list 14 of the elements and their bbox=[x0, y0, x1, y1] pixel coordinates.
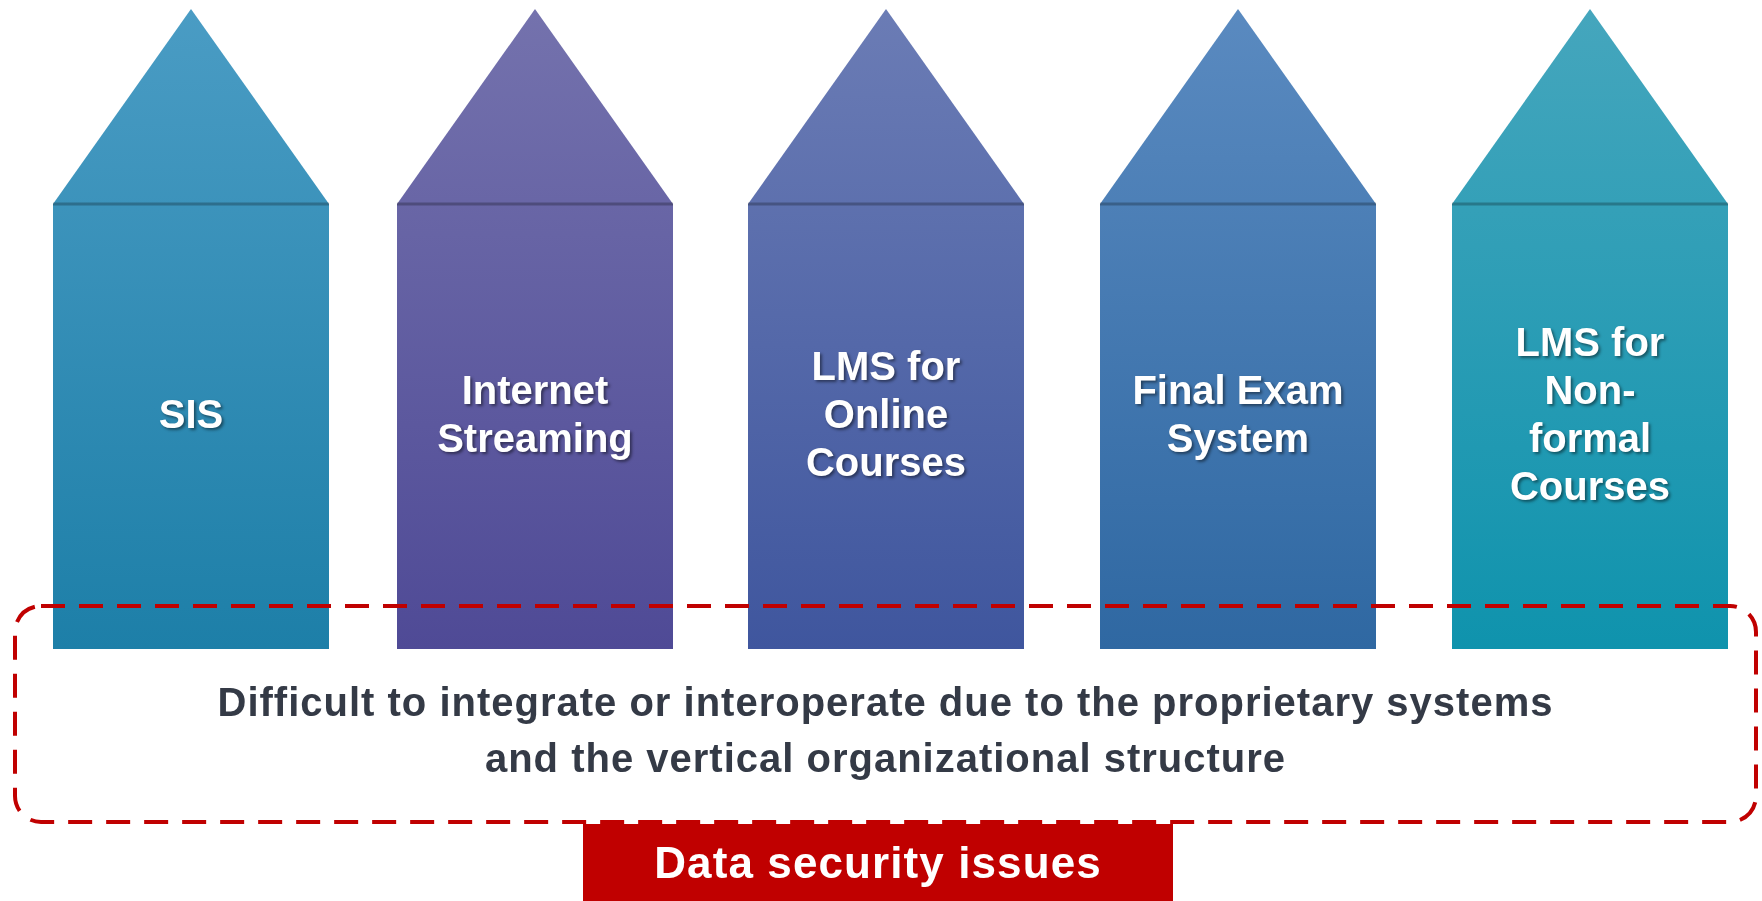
system-label: LMS for Online Courses bbox=[804, 343, 968, 486]
arrow-shape bbox=[1100, 9, 1376, 649]
banner-text: Data security issues bbox=[654, 836, 1102, 889]
system-label: LMS for Non-formal Courses bbox=[1508, 319, 1672, 510]
dashed-callout-box bbox=[13, 604, 1758, 824]
issue-banner bbox=[583, 824, 1173, 901]
arrow-shape bbox=[53, 9, 329, 649]
arrow-shape bbox=[748, 9, 1024, 649]
issue-text: Difficult to integrate or interoperate due to the proprietary systems and the vertical organizational structure bbox=[216, 679, 1555, 782]
system-label: SIS bbox=[157, 391, 225, 438]
system-label: Internet Streaming bbox=[436, 367, 634, 462]
system-label: Final Exam System bbox=[1131, 367, 1345, 462]
arrow-shape bbox=[397, 9, 673, 649]
arrow-shape bbox=[1452, 9, 1728, 649]
